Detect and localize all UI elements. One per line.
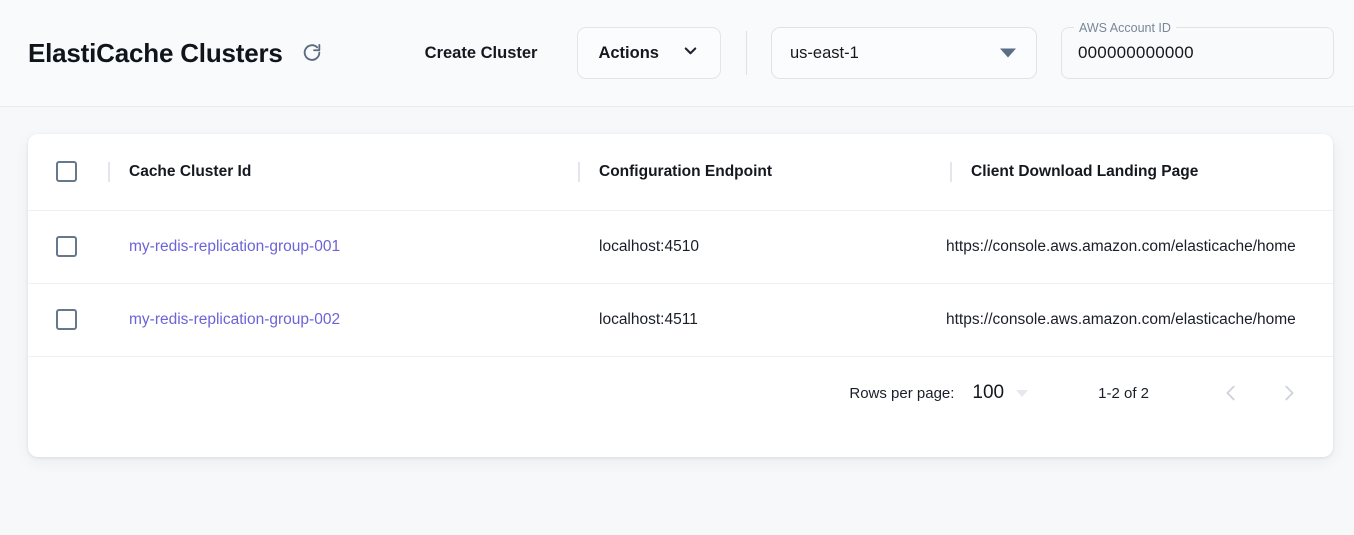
clusters-table: Cache Cluster Id Configuration Endpoint … <box>28 134 1333 356</box>
triangle-down-icon <box>1016 389 1029 397</box>
cell-client-download-landing-page: https://console.aws.amazon.com/elasticac… <box>946 237 1296 255</box>
cell-configuration-endpoint: localhost:4511 <box>599 310 698 328</box>
cell-configuration-endpoint: localhost:4510 <box>599 237 699 255</box>
rows-per-page-select[interactable]: 100 <box>972 382 1029 404</box>
clusters-table-card: Cache Cluster Id Configuration Endpoint … <box>28 134 1333 457</box>
aws-account-id-value: 000000000000 <box>1077 43 1194 62</box>
table-row[interactable]: my-redis-replication-group-002 localhost… <box>28 283 1333 356</box>
column-header-client-download-landing-page[interactable]: Client Download Landing Page <box>946 134 1333 210</box>
aws-account-id-field[interactable]: AWS Account ID 000000000000 <box>1060 20 1334 79</box>
toolbar-divider <box>745 31 747 75</box>
table-header-row: Cache Cluster Id Configuration Endpoint … <box>28 134 1333 210</box>
refresh-icon <box>301 42 323 64</box>
row-checkbox[interactable] <box>55 309 77 331</box>
cluster-id-link[interactable]: my-redis-replication-group-002 <box>129 310 341 328</box>
refresh-button[interactable] <box>297 38 327 68</box>
chevron-left-icon <box>1220 382 1242 404</box>
select-all-header <box>28 134 104 210</box>
table-row[interactable]: my-redis-replication-group-001 localhost… <box>28 210 1333 283</box>
column-header-configuration-endpoint[interactable]: Configuration Endpoint <box>574 134 946 210</box>
chevron-right-icon <box>1278 382 1300 404</box>
triangle-down-icon <box>999 48 1016 58</box>
page-header: ElastiCache Clusters Create Cluster Acti… <box>0 0 1354 107</box>
row-select-cell <box>28 283 104 356</box>
select-all-checkbox[interactable] <box>55 161 77 183</box>
aws-account-id-label: AWS Account ID <box>1073 20 1176 36</box>
rows-per-page-label: Rows per page: <box>849 384 955 402</box>
table-body: my-redis-replication-group-001 localhost… <box>28 210 1333 356</box>
page-title: ElastiCache Clusters <box>28 37 283 68</box>
row-select-cell <box>28 210 104 283</box>
cell-cache-cluster-id: my-redis-replication-group-002 <box>104 283 574 356</box>
region-select[interactable]: us-east-1 <box>770 27 1037 79</box>
table-pagination: Rows per page: 100 1-2 of 2 <box>28 356 1333 429</box>
pagination-range-label: 1-2 of 2 <box>1098 384 1149 402</box>
rows-per-page-value: 100 <box>972 382 1005 403</box>
actions-label: Actions <box>598 43 659 62</box>
previous-page-button[interactable] <box>1209 371 1253 415</box>
column-header-cache-cluster-id[interactable]: Cache Cluster Id <box>104 134 574 210</box>
cell-cache-cluster-id: my-redis-replication-group-001 <box>104 210 574 283</box>
actions-button[interactable]: Actions <box>577 27 721 79</box>
table-header: Cache Cluster Id Configuration Endpoint … <box>28 134 1333 210</box>
cell-client-download-landing-page: https://console.aws.amazon.com/elasticac… <box>946 310 1296 328</box>
row-checkbox[interactable] <box>55 236 77 257</box>
region-select-value: us-east-1 <box>789 43 859 62</box>
next-page-button[interactable] <box>1267 371 1311 415</box>
chevron-down-icon <box>681 41 700 65</box>
cluster-id-link[interactable]: my-redis-replication-group-001 <box>129 237 341 255</box>
create-cluster-button[interactable]: Create Cluster <box>419 36 544 71</box>
